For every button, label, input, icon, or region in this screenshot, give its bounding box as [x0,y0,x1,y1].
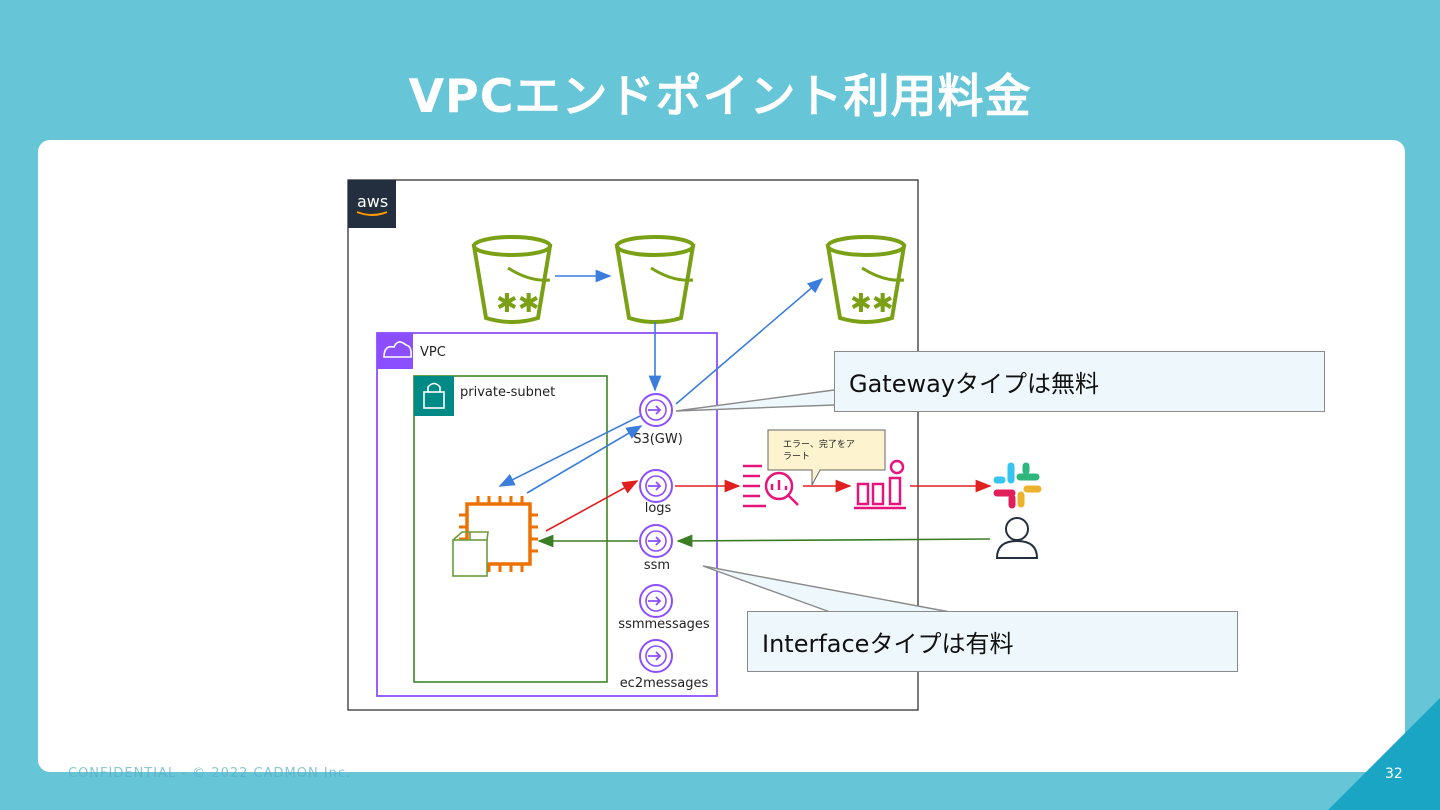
arrow-endpoint-to-ec2 [498,415,641,487]
svg-text:✱✱: ✱✱ [850,289,894,319]
subnet-label: private-subnet [460,385,555,400]
alert-note-line1: エラー、完了をア [783,438,855,450]
s3-bucket-icon [615,235,695,324]
endpoint-ssmmessages-label: ssmmessages [618,617,710,632]
arrow-ec2-to-logs [545,480,639,532]
cloudwatch-alarm-icon [854,459,906,510]
alert-note-line2: ラート [783,451,810,462]
vpc-icon [377,333,413,369]
endpoint-ec2messages-icon [639,639,673,673]
arrow-user-to-ssm [676,534,991,548]
private-subnet-group [413,375,608,683]
endpoint-ec2messages-label: ec2messages [620,676,709,691]
endpoint-ssm-label: ssm [644,558,670,573]
vpc-label: VPC [420,345,446,360]
endpoint-s3-icon [639,393,673,427]
page-corner-decoration [1328,698,1440,810]
svg-text:✱✱: ✱✱ [496,289,540,319]
gateway-callout-pointer [675,389,835,412]
aws-logo [348,180,396,228]
arrow-ec2-to-endpoint [526,425,643,494]
endpoint-logs-label: logs [645,501,672,516]
slack-icon [993,462,1042,509]
endpoint-logs-icon [639,469,673,503]
slide-title: VPCエンドポイント利用料金 [408,69,1032,123]
s3-bucket-replica-icon: ✱✱ [826,235,906,324]
endpoint-s3-label: S3(GW) [633,432,683,447]
aws-cloud-group [347,179,919,711]
arrow-endpoint-to-replica [675,277,824,405]
user-icon [995,517,1039,559]
page-number: 32 [1385,766,1403,782]
vpc-group [376,332,718,697]
interface-callout-pointer [702,565,951,613]
aws-logo-text: aws [357,192,388,211]
logs-insights-icon [743,464,799,508]
ec2-instance-icon [452,496,538,577]
interface-callout: Interfaceタイプは有料 [747,611,1238,672]
endpoint-ssm-icon [639,524,673,558]
confidential-footer: CONFIDENTIAL - © 2022 CADMON Inc. [68,766,352,781]
endpoint-ssmmessages-icon [639,584,673,618]
gateway-callout: Gatewayタイプは無料 [834,351,1325,412]
lock-icon [414,376,454,416]
s3-bucket-source-icon: ✱✱ [472,235,552,324]
alert-note: エラー、完了をア ラート [767,429,886,486]
